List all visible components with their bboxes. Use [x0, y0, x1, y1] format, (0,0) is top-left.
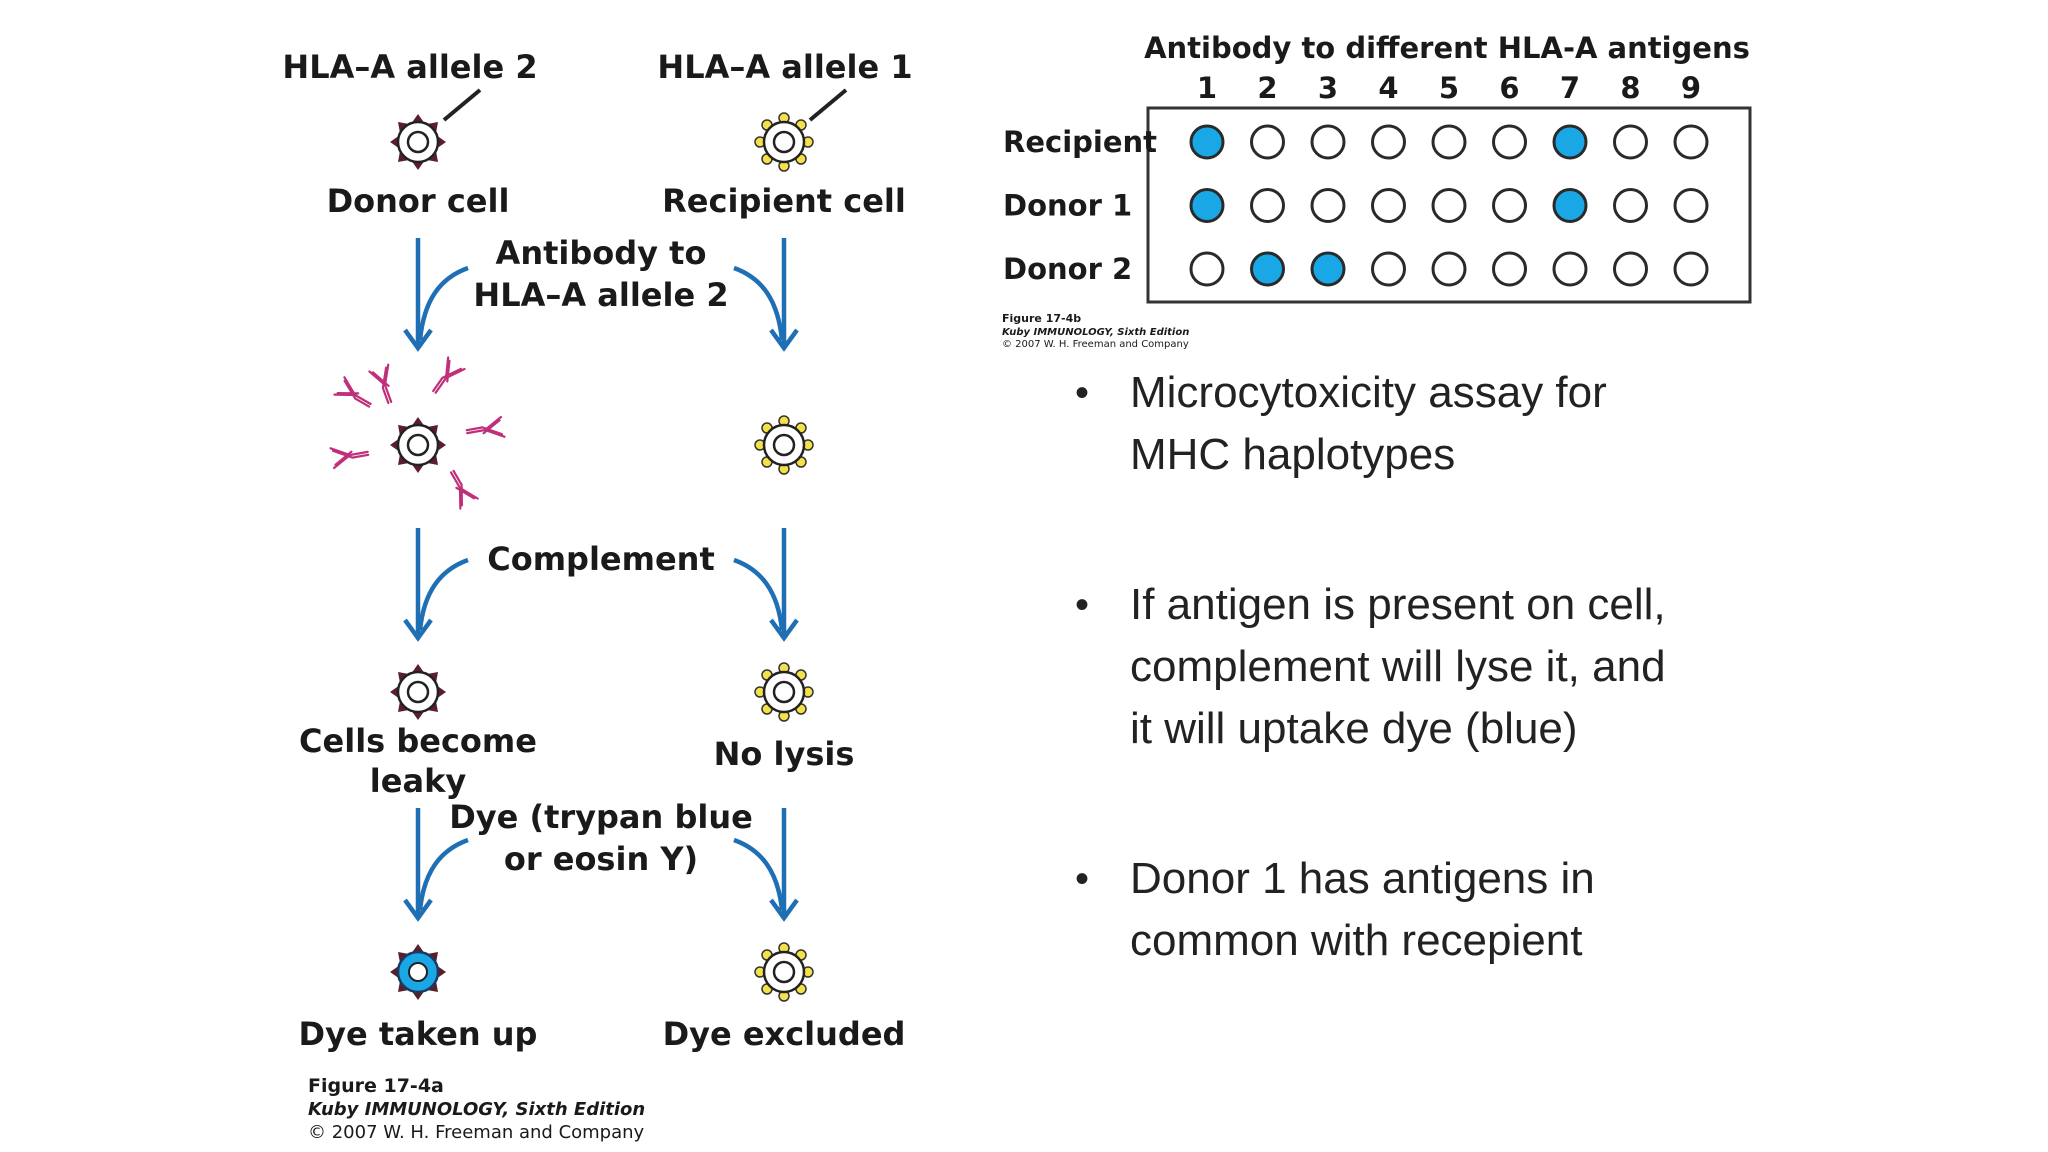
- bullet-item: • Donor 1 has antigens in common with rec…: [1075, 848, 1695, 972]
- grid-frame: [1146, 106, 1752, 304]
- leaky-label-line2: leaky: [370, 762, 467, 800]
- donor-cell-antibody-icon: [388, 415, 448, 475]
- grid-well-positive: [1552, 124, 1588, 160]
- bullet-list: • Microcytoxicity assay for MHC haplotype…: [1075, 362, 1695, 972]
- grid-well-negative: [1371, 124, 1406, 160]
- complement-label: Complement: [487, 540, 715, 578]
- grid-well-positive: [1552, 188, 1588, 223]
- grid-well-positive: [1189, 188, 1225, 223]
- grid-well-negative: [1673, 124, 1709, 160]
- antibody-icon: [426, 356, 466, 400]
- arrows-complement: [403, 528, 799, 642]
- grid-title: Antibody to different HLA-A antigens: [1144, 31, 1750, 65]
- grid-column-header: 7: [1560, 71, 1580, 105]
- leaky-label-line1: Cells become: [299, 722, 537, 760]
- antibody-icon: [464, 415, 506, 445]
- grid-well-negative: [1613, 188, 1648, 223]
- dye-taken-label: Dye taken up: [299, 1015, 538, 1053]
- grid-well-negative: [1250, 124, 1285, 160]
- allele1-label: HLA–A allele 1: [657, 48, 912, 86]
- recipient-cell-icon: [753, 111, 815, 173]
- bullet-dot-icon: •: [1075, 371, 1090, 415]
- bullet-text: Donor 1 has antigens in common with rece…: [1130, 854, 1595, 965]
- grid-well-negative: [1371, 188, 1406, 223]
- book-b-caption: Kuby IMMUNOLOGY, Sixth Edition: [1002, 327, 1189, 338]
- grid-column-header: 5: [1439, 71, 1459, 105]
- recipient-cell-icon: [753, 414, 815, 476]
- bullet-dot-icon: •: [1075, 583, 1090, 627]
- grid-well-negative: [1250, 188, 1285, 223]
- copyright-a-caption: © 2007 W. H. Freeman and Company: [308, 1122, 645, 1143]
- grid-well-negative: [1552, 251, 1588, 287]
- dye-excluded-label: Dye excluded: [663, 1015, 906, 1053]
- donor-cell-icon: [388, 112, 448, 172]
- grid-well-negative: [1189, 251, 1225, 287]
- grid-well-negative: [1492, 124, 1527, 160]
- grid-column-headers: 1 2 3 4 5 6 7 8 9: [1197, 71, 1701, 105]
- bullet-item: • If antigen is present on cell, compleme…: [1075, 574, 1695, 760]
- antibody-icon: [333, 376, 377, 414]
- figure-b-caption: Figure 17-4b: [1002, 312, 1081, 325]
- grid-well-negative: [1673, 188, 1709, 223]
- grid-well-negative: [1310, 188, 1346, 223]
- grid-well-negative: [1492, 251, 1527, 287]
- grid-column-header: 9: [1681, 71, 1701, 105]
- arrows-antibody: [403, 238, 799, 352]
- grid-column-header: 2: [1257, 71, 1277, 105]
- grid-well-negative: [1492, 188, 1527, 223]
- grid-column-header: 1: [1197, 71, 1217, 105]
- dye-stained-cell-icon: [390, 944, 446, 1000]
- grid-well-negative: [1310, 124, 1346, 160]
- no-lysis-label: No lysis: [714, 735, 855, 773]
- grid-row-label: Recipient: [1003, 125, 1157, 159]
- book-a-caption: Kuby IMMUNOLOGY, Sixth Edition: [308, 1099, 645, 1120]
- grid-column-header: 8: [1620, 71, 1640, 105]
- antibody-label-line1: Antibody to: [496, 234, 707, 272]
- bullet-text: Microcytoxicity assay for MHC haplotypes: [1130, 368, 1607, 479]
- donor-cell-leaky-icon: [388, 662, 448, 722]
- grid-well-negative: [1673, 251, 1709, 287]
- donor-cell-label: Donor cell: [327, 182, 510, 220]
- recipient-cell-icon: [753, 941, 815, 1003]
- figure-a-caption: Figure 17-4a: [308, 1075, 444, 1097]
- bullet-dot-icon: •: [1075, 857, 1090, 901]
- dye-label-line2: or eosin Y): [504, 840, 698, 878]
- dye-label-line1: Dye (trypan blue: [449, 798, 753, 836]
- recipient-cell-label: Recipient cell: [662, 182, 906, 220]
- grid-well-negative: [1431, 124, 1467, 160]
- grid-column-header: 3: [1318, 71, 1338, 105]
- antibody-label-line2: HLA–A allele 2: [473, 276, 728, 314]
- grid-column-header: 6: [1499, 71, 1519, 105]
- antibody-icon: [368, 363, 402, 407]
- allele2-pointer: [442, 88, 482, 122]
- antibody-icon: [329, 440, 371, 470]
- grid-well-negative: [1613, 251, 1648, 287]
- antibody-icon: [441, 466, 479, 510]
- grid-well-negative: [1431, 188, 1467, 223]
- grid-well-positive: [1250, 251, 1285, 287]
- grid-row-label: Donor 1: [1003, 189, 1132, 223]
- grid-well-positive: [1310, 251, 1346, 287]
- grid-well-positive: [1189, 124, 1225, 160]
- allele2-label: HLA–A allele 2: [282, 48, 537, 86]
- arrows-dye: [403, 808, 799, 922]
- bullet-text: If antigen is present on cell, complemen…: [1130, 580, 1666, 753]
- copyright-b-caption: © 2007 W. H. Freeman and Company: [1002, 339, 1189, 350]
- grid-well-negative: [1613, 124, 1648, 160]
- grid-well-negative: [1431, 251, 1467, 287]
- allele1-pointer: [808, 88, 848, 122]
- bullet-item: • Microcytoxicity assay for MHC haplotype…: [1075, 362, 1695, 486]
- grid-well-negative: [1371, 251, 1406, 287]
- recipient-cell-icon: [753, 661, 815, 723]
- grid-row-label: Donor 2: [1003, 252, 1132, 286]
- grid-column-header: 4: [1378, 71, 1398, 105]
